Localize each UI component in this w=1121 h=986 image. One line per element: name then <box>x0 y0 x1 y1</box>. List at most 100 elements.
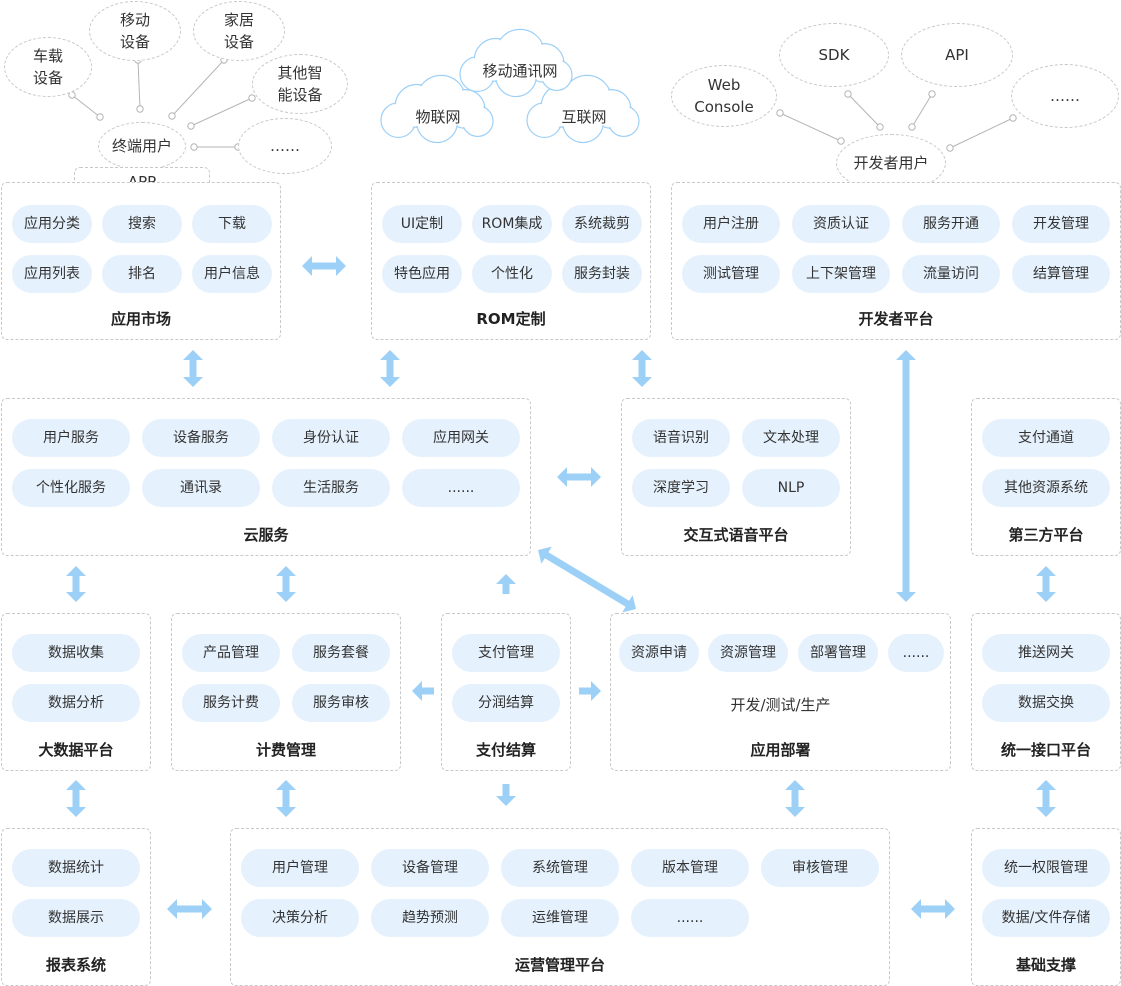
pill-ops-manage: 运维管理 <box>501 899 619 937</box>
arrow-interface-infra <box>1036 780 1056 817</box>
ops-box: 用户管理 设备管理 系统管理 版本管理 审核管理 决策分析 趋势预测 运维管理 … <box>230 828 890 986</box>
web-console-label: Console <box>694 98 754 116</box>
connector-dot <box>187 122 195 130</box>
payment-title: 支付结算 <box>475 741 536 759</box>
pill-traffic-access: 流量访问 <box>902 255 1000 293</box>
billing-box: 产品管理 服务套餐 服务计费 服务审核 计费管理 <box>171 613 401 771</box>
pill-rom-integration: ROM集成 <box>472 205 552 243</box>
arrow-cloud-voice <box>557 467 601 487</box>
pill-app-list: 应用列表 <box>12 255 92 293</box>
pill-decision-analysis: 决策分析 <box>241 899 359 937</box>
cloud-internet: 互联网 <box>561 108 607 126</box>
device-bubble-vehicle: 车载设备 <box>4 37 92 97</box>
rom-title: ROM定制 <box>476 310 546 328</box>
arrow-payment-deploy <box>579 681 601 701</box>
connector-line <box>190 97 253 127</box>
payment-box: 支付管理 分润结算 支付结算 <box>441 613 571 771</box>
pill-device-manage: 设备管理 <box>371 849 489 887</box>
cloud-mobile-network: 移动通讯网 <box>482 62 558 80</box>
connector-line <box>911 93 933 128</box>
connector-dot <box>908 123 916 131</box>
connector-line <box>779 112 842 142</box>
connector-line <box>71 94 101 118</box>
connector-dot <box>96 113 104 121</box>
pill-speech-recognition: 语音识别 <box>632 419 730 457</box>
pill-user-service: 用户服务 <box>12 419 130 457</box>
connector-dot <box>776 109 784 117</box>
cloud-fill <box>382 76 492 142</box>
device-label: 设备 <box>119 33 150 51</box>
pill-test-manage: 测试管理 <box>682 255 780 293</box>
pill-life-service: 生活服务 <box>272 469 390 507</box>
connector-dot <box>168 112 176 120</box>
pill-user-info: 用户信息 <box>192 255 272 293</box>
connector-dot <box>876 123 884 131</box>
pill-service-wrap: 服务封装 <box>562 255 642 293</box>
arrow-cloud-billing <box>276 566 296 602</box>
connector-dot <box>190 143 198 151</box>
pill-data-exchange: 数据交换 <box>982 684 1110 722</box>
pill-ui-custom: UI定制 <box>382 205 462 243</box>
connector-line <box>949 117 1014 149</box>
pill-system-manage: 系统管理 <box>501 849 619 887</box>
pill-feature-apps: 特色应用 <box>382 255 462 293</box>
device-label: 设备 <box>32 69 63 87</box>
connector-dot <box>946 144 954 152</box>
big-data-title: 大数据平台 <box>38 741 114 759</box>
sdk-label: SDK <box>818 46 850 64</box>
arrow-payment-cloud <box>496 574 516 594</box>
arrow-cloud-bigdata <box>66 566 86 602</box>
pill-system-trim: 系统裁剪 <box>562 205 642 243</box>
device-bubble-other: 其他智能设备 <box>252 54 348 114</box>
pill-deep-learning: 深度学习 <box>632 469 730 507</box>
billing-title: 计费管理 <box>255 741 316 759</box>
pill-permission-manage: 统一权限管理 <box>982 849 1110 887</box>
device-label: 其他智 <box>277 64 323 82</box>
connector-dot <box>248 94 256 102</box>
device-label: 设备 <box>223 33 254 51</box>
interface-title: 统一接口平台 <box>1000 741 1091 759</box>
pill-listing-manage: 上下架管理 <box>792 255 890 293</box>
pill-profit-settlement: 分润结算 <box>452 684 560 722</box>
pill-contacts: 通讯录 <box>142 469 260 507</box>
device-label: 车载 <box>32 47 63 65</box>
arrow-bigdata-report <box>66 780 86 817</box>
pill-deploy-more: ...... <box>888 634 944 672</box>
cloud-fill-lobe <box>417 103 457 142</box>
arrow-rom-cloud <box>380 350 400 387</box>
pill-nlp: NLP <box>742 469 840 507</box>
iot-cloud-shape <box>380 74 494 144</box>
connector-dot <box>844 90 852 98</box>
pill-resource-manage: 资源管理 <box>708 634 788 672</box>
pill-text-processing: 文本处理 <box>742 419 840 457</box>
mobile-network-cloud-shape <box>459 28 573 98</box>
arrow-payment-billing <box>412 681 434 701</box>
arrow-market-rom <box>302 256 346 276</box>
voice-title: 交互式语音平台 <box>683 526 789 544</box>
deploy-title: 应用部署 <box>750 741 811 759</box>
pill-data-statistics: 数据统计 <box>12 849 140 887</box>
deploy-box: 资源申请 资源管理 部署管理 ...... 开发/测试/生产 应用部署 <box>610 613 951 771</box>
pill-payment-manage: 支付管理 <box>452 634 560 672</box>
pill-trend-forecast: 趋势预测 <box>371 899 489 937</box>
pill-resource-request: 资源申请 <box>619 634 699 672</box>
pill-ranking: 排名 <box>102 255 182 293</box>
big-data-box: 数据收集 数据分析 大数据平台 <box>1 613 151 771</box>
cloud-iot: 物联网 <box>415 108 461 126</box>
api-label: API <box>945 46 969 64</box>
pill-service-package: 服务套餐 <box>292 634 390 672</box>
arrow-deploy-ops <box>785 780 805 817</box>
arrow-billing-ops <box>276 780 296 817</box>
pill-version-manage: 版本管理 <box>631 849 749 887</box>
pill-identity-auth: 身份认证 <box>272 419 390 457</box>
third-party-title: 第三方平台 <box>1008 526 1084 544</box>
arrow-dev-deploy <box>896 350 916 602</box>
developer-label: 开发者用户 <box>853 154 929 172</box>
report-box: 数据统计 数据展示 报表系统 <box>1 828 151 986</box>
dev-more-label: …… <box>1050 87 1080 105</box>
pill-service-billing: 服务计费 <box>182 684 280 722</box>
pill-cloud-more: ...... <box>402 469 520 507</box>
report-title: 报表系统 <box>45 956 106 974</box>
